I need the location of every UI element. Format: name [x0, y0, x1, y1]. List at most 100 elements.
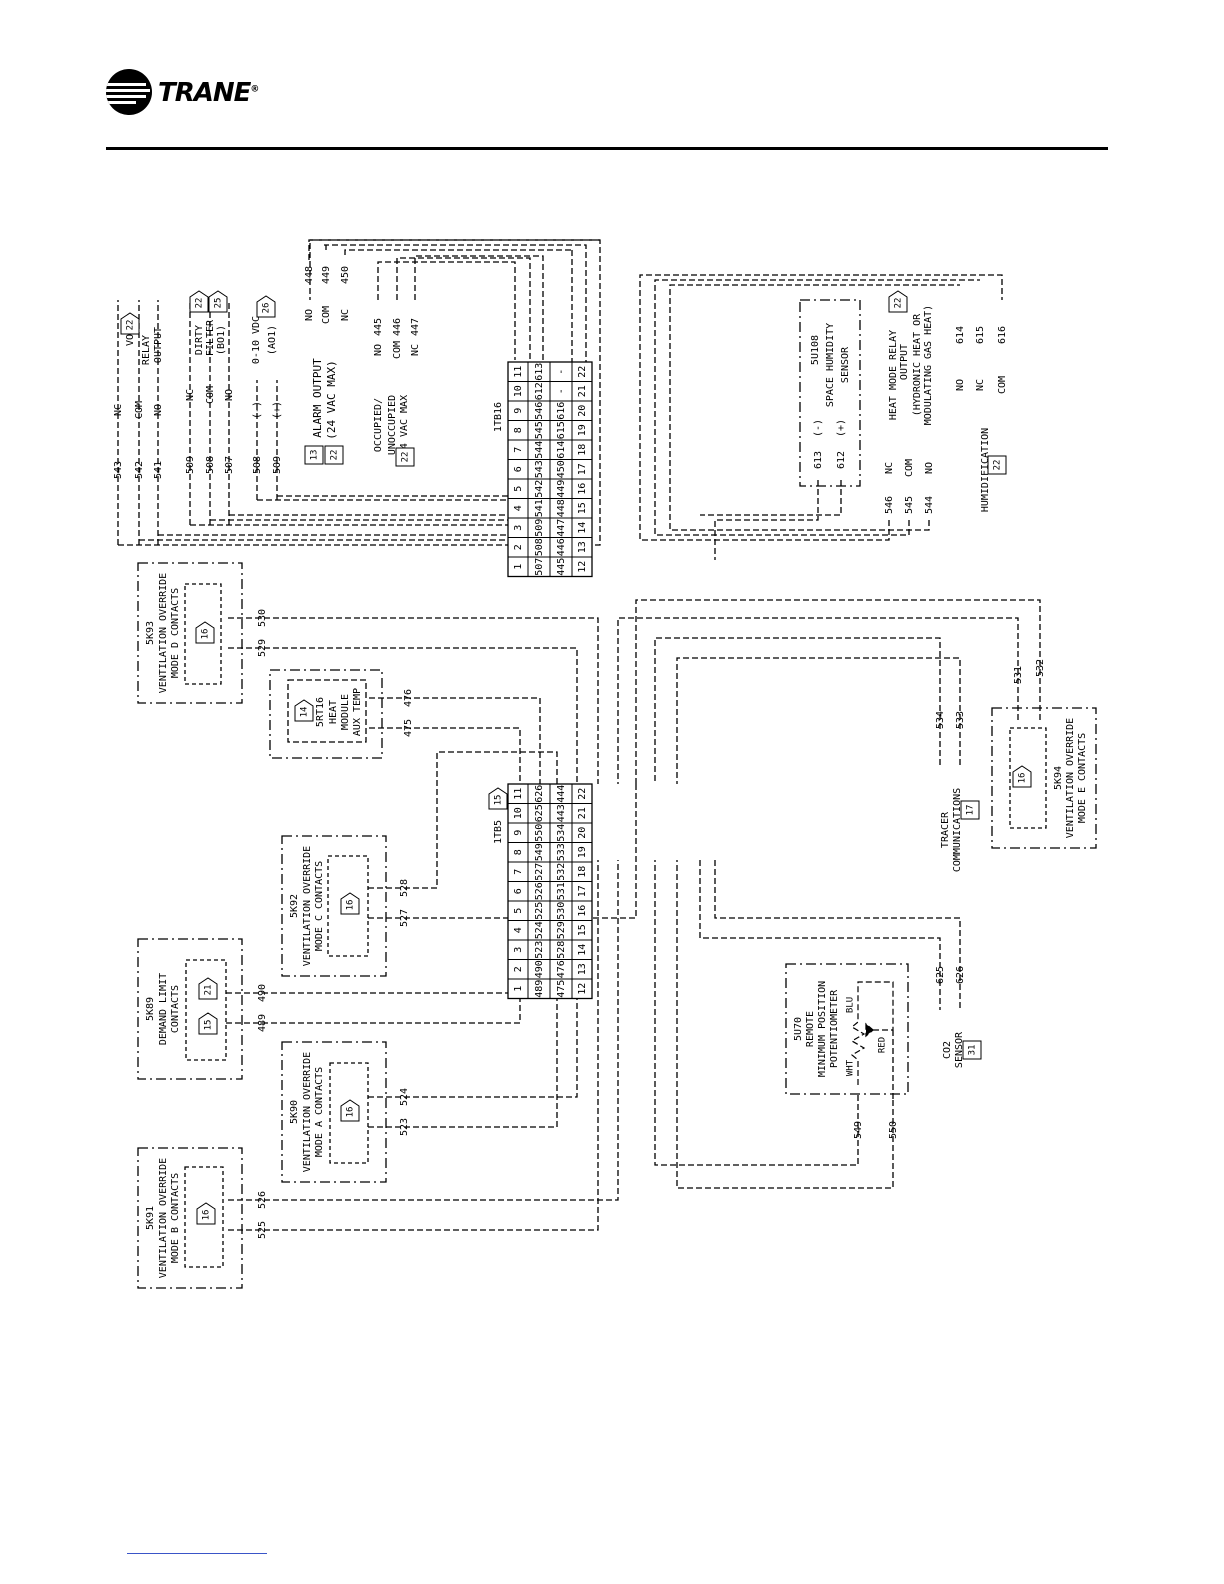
terminal-1tb16-cell: -	[556, 369, 567, 375]
alarm-term: NC	[340, 309, 351, 321]
terminal-1tb16-cell: 5	[513, 486, 524, 492]
vo-relay-wire-number: 542	[134, 461, 145, 479]
terminal-1tb5-cell: 2	[513, 966, 524, 972]
humidification-term: NO	[955, 379, 966, 391]
terminal-1tb5-cell: 525	[534, 902, 545, 920]
terminal-1tb16-cell: -	[556, 388, 567, 394]
vo-relay-label: OUTPUT	[153, 327, 164, 363]
k93-box	[137, 562, 243, 704]
wire-490	[226, 860, 541, 994]
humidity-term: (-)	[813, 419, 824, 437]
terminal-1tb5-cell: 15	[577, 924, 588, 936]
alarm-term: COM	[321, 306, 332, 324]
terminal-1tb5-ref: 15	[494, 795, 504, 806]
terminal-1tb16-cell: 446	[556, 538, 567, 556]
humidity-sensor-box	[799, 299, 861, 487]
terminal-1tb5-cell: 13	[577, 963, 588, 975]
terminal-1tb16-cell: 17	[577, 463, 588, 475]
wire-528	[368, 751, 558, 889]
terminal-1tb5-cell: 476	[556, 960, 567, 978]
terminal-1tb16-cell: 9	[513, 408, 524, 414]
rt16-label: MODULE	[340, 694, 351, 730]
co2-ref: 31	[968, 1045, 978, 1056]
pot-box	[785, 963, 909, 1095]
terminal-1tb16-cell: 545	[534, 421, 545, 439]
co2-label: SENSOR	[954, 1031, 965, 1068]
terminal-1tb16-label: 1TB16	[493, 402, 504, 432]
terminal-1tb16-cell: 546	[534, 402, 545, 420]
wire-508-ao	[257, 445, 516, 501]
occupied-term: COM	[392, 341, 403, 359]
k92-wire-number: 528	[399, 879, 410, 897]
k91-id: 5K91	[145, 1206, 156, 1230]
tracer-wire-number: 533	[955, 711, 966, 729]
k91-label: MODE B CONTACTS	[170, 1173, 181, 1263]
wire-475	[369, 727, 521, 784]
terminal-1tb16-cell: 508	[534, 538, 545, 556]
terminal-1tb16-cell: 4	[513, 505, 524, 511]
k94-inner	[1009, 727, 1047, 829]
wire-448	[308, 239, 600, 260]
analog-out-label: 0-10 VDC	[251, 316, 262, 364]
terminal-1tb16-cell: 15	[577, 502, 588, 514]
wire-450	[344, 249, 572, 255]
terminal-1tb5-cell: 12	[577, 983, 588, 995]
alarm-ref-box	[324, 445, 344, 465]
wire-534	[654, 637, 941, 784]
k93-wire-number: 530	[257, 609, 268, 627]
k91-label: VENTILATION OVERRIDE	[158, 1158, 169, 1278]
terminal-1tb5-ref-flag	[488, 787, 508, 810]
humidity-term: (+)	[836, 419, 847, 437]
terminal-1tb5-cell: 526	[534, 882, 545, 900]
k89-ref-flag	[198, 1012, 218, 1035]
terminal-1tb16-cell: 12	[577, 561, 588, 573]
wire-529	[228, 647, 578, 784]
terminal-1tb5-cell: 3	[513, 947, 524, 953]
terminal-1tb16-cell: 614	[556, 441, 567, 459]
k93-ref: 16	[201, 629, 211, 640]
tracer-ref: 17	[966, 805, 976, 816]
terminal-1tb5-cell: 6	[513, 888, 524, 894]
analog-out-ref: 26	[262, 303, 272, 314]
dirty-filter-term: COM	[205, 386, 216, 404]
k90-box	[281, 1041, 387, 1183]
k92-ref: 16	[346, 900, 356, 911]
terminal-1tb16-cell: 450	[556, 460, 567, 478]
k90-ref-flag	[340, 1099, 360, 1122]
tracer-ref-box	[960, 800, 980, 820]
wire-613	[714, 480, 819, 560]
terminal-1tb5-cell: 21	[577, 807, 588, 819]
heat-mode-term: NC	[884, 462, 895, 474]
terminal-1tb5-cell: 549	[534, 843, 545, 861]
terminal-1tb5-cell: 8	[513, 849, 524, 855]
vo-relay-wire-number: 543	[113, 461, 124, 479]
analog-out-ref-flag	[256, 295, 276, 318]
footer-link-underline[interactable]	[127, 1553, 267, 1554]
heat-mode-label: (HYDRONIC HEAT OR	[912, 313, 923, 416]
k92-ref-flag	[340, 892, 360, 915]
wire-447	[414, 255, 544, 360]
pot-label: POTENTIOMETER	[829, 989, 840, 1068]
k92-label: MODE C CONTACTS	[314, 861, 325, 951]
terminal-1tb5-cell: 9	[513, 830, 524, 836]
header-rule	[106, 147, 1108, 150]
k89-box	[137, 938, 243, 1080]
rt16-label: AUX TEMP	[352, 688, 363, 736]
dirty-filter-label: (BO1)	[216, 325, 227, 355]
vo-relay-ref-flag	[120, 312, 140, 335]
alarm-ref-box	[304, 445, 324, 465]
alarm-ref: 22	[330, 450, 340, 461]
terminal-1tb5-cell: 22	[577, 788, 588, 800]
pot-wire-number: 549	[853, 1121, 864, 1139]
page-header: TRANE®	[0, 0, 1224, 160]
k92-id: 5K92	[289, 894, 300, 918]
k89-id: 5K89	[145, 997, 156, 1021]
terminal-1tb16-cell: 543	[534, 460, 545, 478]
heat-mode-label: MODULATING GAS HEAT)	[923, 305, 934, 425]
k90-wire-number: 524	[399, 1088, 410, 1106]
wire-524	[368, 860, 578, 1098]
pot-label: MINIMUM POSITION	[817, 981, 828, 1077]
humidity-sensor-label: SENSOR	[840, 346, 851, 383]
alarm-term: NO	[304, 309, 315, 321]
wire-533	[676, 657, 961, 784]
